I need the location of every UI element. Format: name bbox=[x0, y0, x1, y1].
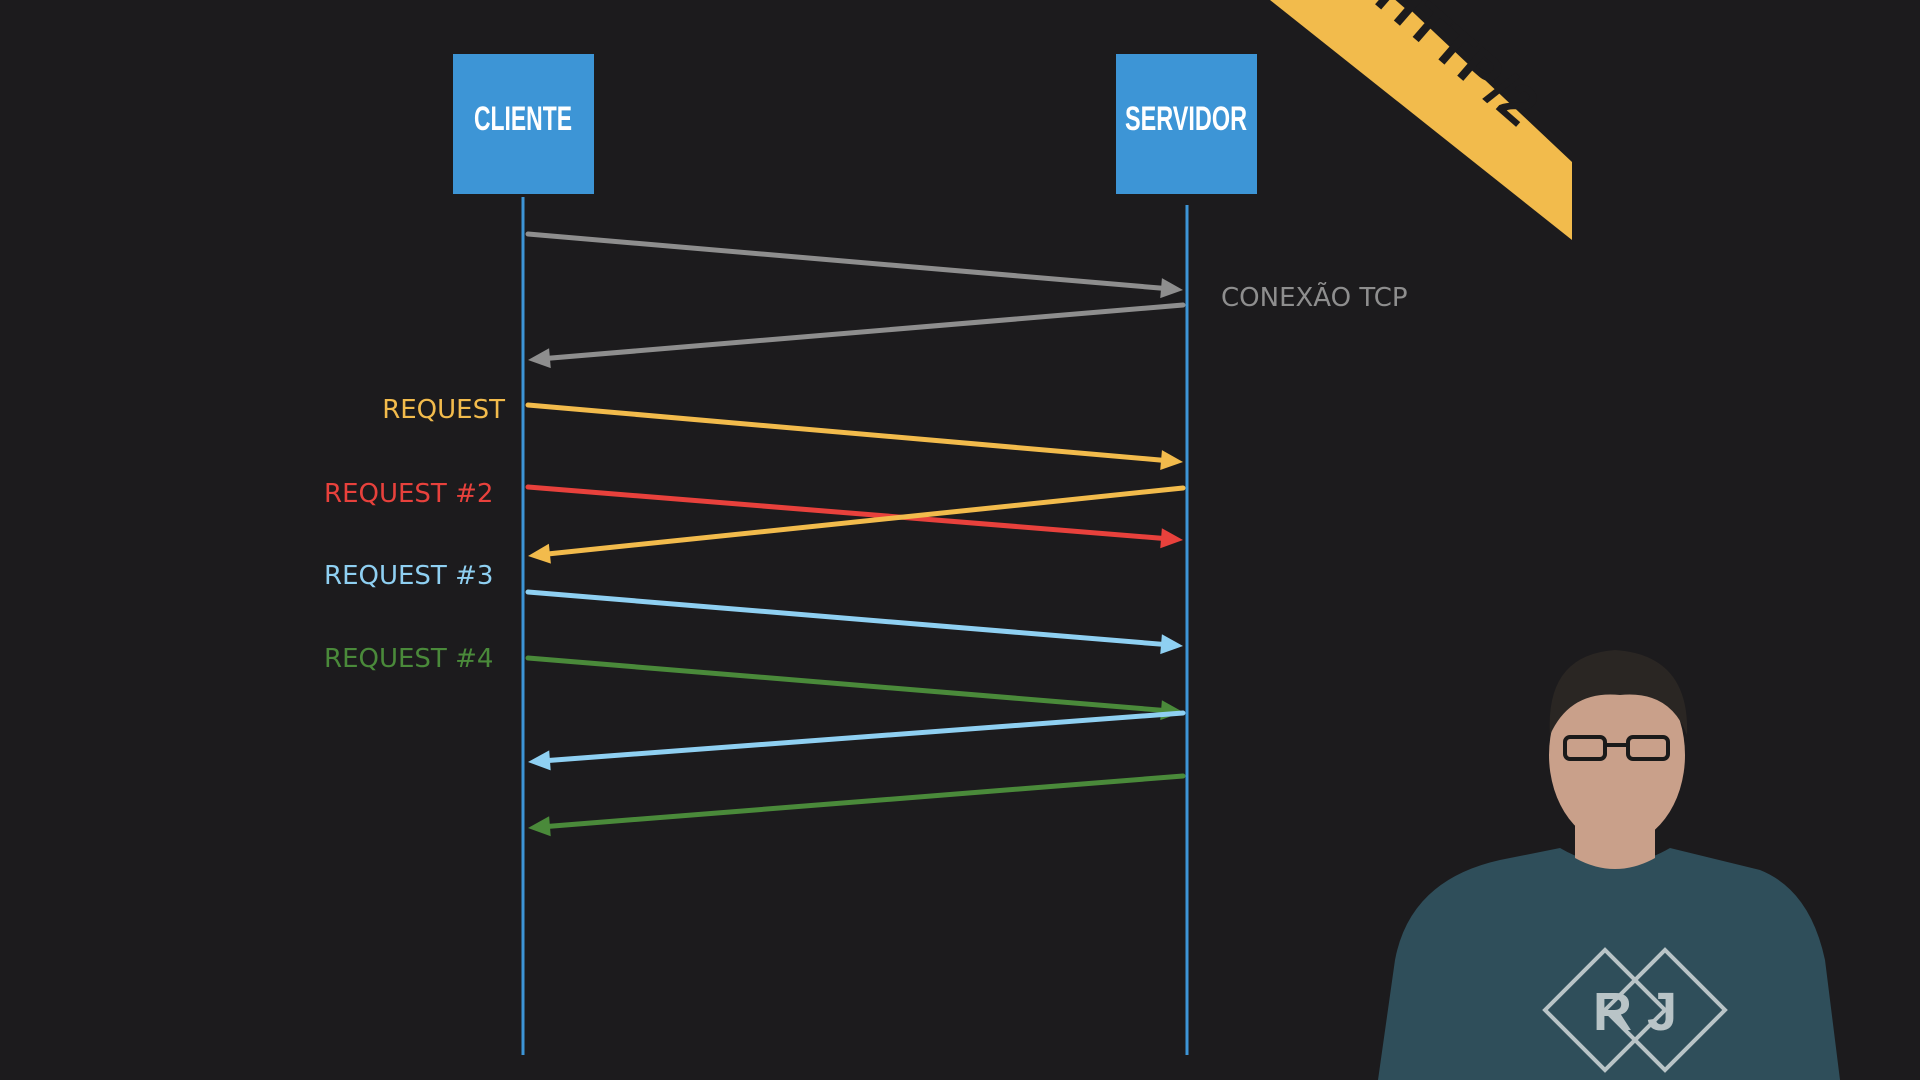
response1-arrow-head bbox=[528, 543, 551, 564]
request1-arrow-head bbox=[1160, 450, 1183, 471]
glasses-right-lens bbox=[1626, 735, 1670, 761]
request4-arrow-line bbox=[525, 655, 1164, 713]
request2-label: REQUEST #2 bbox=[324, 479, 493, 509]
request1-label: REQUEST bbox=[382, 395, 505, 425]
request2-arrow-line bbox=[525, 484, 1164, 541]
tcp-ack-arrow-head bbox=[528, 348, 551, 369]
tcp-syn-arrow-head bbox=[1160, 278, 1183, 299]
response4-arrow-head bbox=[528, 816, 551, 837]
request3-arrow-head bbox=[1160, 634, 1183, 655]
request3-label: REQUEST #3 bbox=[324, 561, 493, 591]
tcp-syn-arrow-line bbox=[525, 231, 1164, 291]
response1-arrow-line bbox=[547, 485, 1186, 557]
shirt-diamond-logo bbox=[1542, 947, 1728, 1073]
shirt-logo-text: R J bbox=[1593, 982, 1677, 1042]
request3-arrow-line bbox=[525, 589, 1164, 647]
request1-arrow-line bbox=[525, 402, 1164, 463]
servidor-label: SERVIDOR bbox=[1125, 100, 1247, 138]
response4-arrow-line bbox=[547, 773, 1186, 829]
response3-arrow-line bbox=[547, 710, 1186, 763]
request4-label: REQUEST #4 bbox=[324, 644, 493, 674]
presenter-shirt bbox=[1378, 848, 1840, 1080]
http2-badge: HTTP/2 bbox=[1270, 0, 1572, 240]
cliente-node bbox=[453, 54, 594, 194]
presenter-hair bbox=[1549, 650, 1688, 735]
request4-arrow-head bbox=[1160, 700, 1183, 721]
presenter-head bbox=[1549, 665, 1685, 845]
badge-ribbon-shape bbox=[1270, 0, 1572, 240]
cliente-label: CLIENTE bbox=[474, 100, 572, 138]
servidor-node bbox=[1116, 54, 1257, 194]
tcp-connection-label: CONEXÃO TCP bbox=[1221, 281, 1408, 313]
presenter: R J bbox=[1378, 650, 1840, 1080]
glasses-left-lens bbox=[1563, 735, 1607, 761]
message-arrows bbox=[525, 231, 1186, 837]
tcp-ack-arrow-line bbox=[547, 302, 1186, 361]
request2-arrow-head bbox=[1160, 528, 1183, 549]
response3-arrow-head bbox=[528, 750, 551, 771]
